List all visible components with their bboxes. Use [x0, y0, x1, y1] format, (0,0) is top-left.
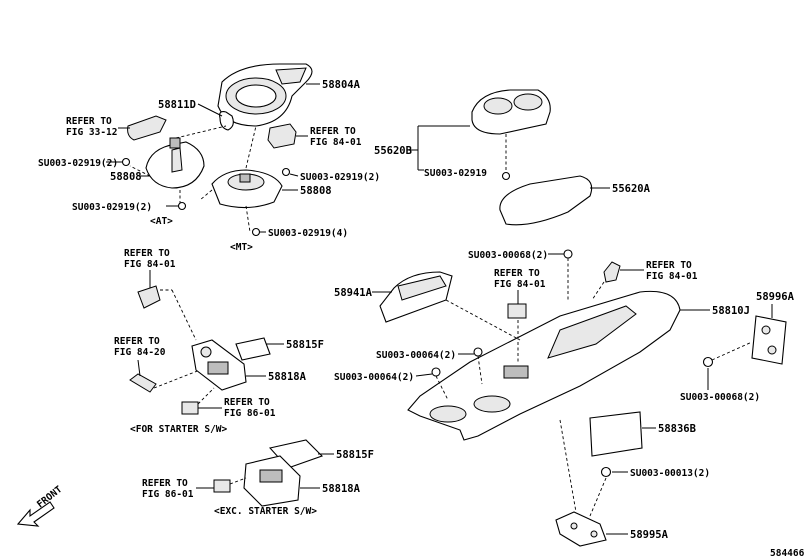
label-su-00064-b: SU003-00064(2) [334, 372, 414, 383]
part-58811D-clip [219, 111, 234, 131]
label-exc-starter-sw: <EXC. STARTER S/W> [214, 506, 317, 517]
label-58815F-top: 58815F [286, 339, 324, 351]
label-mt: <MT> [230, 242, 253, 253]
label-starter-sw: <FOR STARTER S/W> [130, 424, 228, 435]
part-58818A-switch-base-bottom [243, 455, 301, 507]
screw-00013 [600, 466, 612, 478]
label-at: <AT> [150, 216, 173, 227]
screw-at-lower [177, 201, 187, 211]
part-58808-at-boot [145, 137, 205, 189]
label-58815F-bottom: 58815F [336, 449, 374, 461]
label-su-02919-left: SU003-02919(2) [38, 158, 118, 169]
label-su-00068-top: SU003-00068(2) [468, 250, 548, 261]
part-58815F-cover-top [235, 337, 271, 361]
part-55620A-mat [499, 175, 593, 226]
label-refer-84-01-mid-a: REFER TO [494, 268, 540, 279]
screw-left [121, 157, 131, 167]
part-refer-84-01-top [267, 123, 297, 149]
diagram-id: 584466 [770, 548, 805, 559]
screw-00064-a [473, 347, 483, 357]
part-58804A-shift-bezel [217, 63, 313, 127]
label-refer-84-01-mid-b: FIG 84-01 [494, 279, 546, 290]
label-su-00064-a: SU003-00064(2) [376, 350, 456, 361]
part-55620B-cup-holder [471, 89, 551, 135]
front-arrow-icon [16, 501, 55, 527]
label-refer-33-12-b: FIG 33-12 [66, 127, 117, 138]
label-58996A: 58996A [756, 291, 795, 303]
label-refer-86-01-bottom-b: FIG 86-01 [142, 489, 194, 500]
label-58818A-top: 58818A [268, 371, 307, 383]
part-58836B-pad [589, 411, 643, 457]
label-58808-left: 58808 [110, 171, 142, 183]
label-58818A-bottom: 58818A [322, 483, 361, 495]
label-refer-86-01-a: REFER TO [224, 397, 270, 408]
label-refer-84-01-top-a: REFER TO [310, 126, 356, 137]
part-refer-84-01-right [603, 261, 621, 283]
part-58808-mt-boot [211, 169, 283, 209]
label-su-02919-right: SU003-02919(2) [300, 172, 380, 183]
label-58836B: 58836B [658, 423, 696, 435]
label-refer-84-01-left-b: FIG 84-01 [124, 259, 176, 270]
label-58941A: 58941A [334, 287, 373, 299]
part-refer-33-12 [127, 115, 167, 141]
screw-cup [501, 171, 511, 181]
part-refer-84-01-mid [507, 303, 527, 319]
label-refer-84-01-left-a: REFER TO [124, 248, 170, 259]
screw-00068-right [702, 356, 714, 368]
part-refer-84-01-left [137, 285, 161, 309]
label-su-00013: SU003-00013(2) [630, 468, 710, 479]
screw-00064-b [431, 367, 441, 377]
label-refer-86-01-b: FIG 86-01 [224, 408, 276, 419]
label-58804A: 58804A [322, 79, 361, 91]
label-58808-right: 58808 [300, 185, 332, 197]
label-58995A: 58995A [630, 529, 669, 541]
label-58810J: 58810J [712, 305, 750, 317]
part-refer-86-01 [181, 401, 199, 415]
part-refer-86-01-bottom [213, 479, 231, 493]
label-su-02919-lower: SU003-02919(2) [72, 202, 152, 213]
screw-00068-top [563, 249, 573, 259]
part-58941A-panel [379, 271, 453, 323]
label-refer-33-12-a: REFER TO [66, 116, 112, 127]
part-58810J-console [407, 290, 681, 441]
part-58996A-bracket [751, 315, 787, 365]
label-refer-86-01-bottom-a: REFER TO [142, 478, 188, 489]
part-refer-84-20 [129, 373, 157, 393]
label-su-02919-cup: SU003-02919 [424, 168, 487, 179]
screw-mt-lower [251, 227, 261, 237]
part-58995A-bracket [555, 511, 607, 547]
part-58818A-switch-base-top [191, 339, 247, 391]
label-55620A: 55620A [612, 183, 651, 195]
label-refer-84-01-right-a: REFER TO [646, 260, 692, 271]
label-refer-84-01-right-b: FIG 84-01 [646, 271, 698, 282]
label-58811D: 58811D [158, 99, 196, 111]
label-refer-84-20-b: FIG 84-20 [114, 347, 166, 358]
label-55620B: 55620B [374, 145, 412, 157]
label-su-00068-right: SU003-00068(2) [680, 392, 760, 403]
label-su-02919-4: SU003-02919(4) [268, 228, 348, 239]
label-refer-84-20-a: REFER TO [114, 336, 160, 347]
screw-mt-right [281, 167, 291, 177]
label-refer-84-01-top-b: FIG 84-01 [310, 137, 362, 148]
